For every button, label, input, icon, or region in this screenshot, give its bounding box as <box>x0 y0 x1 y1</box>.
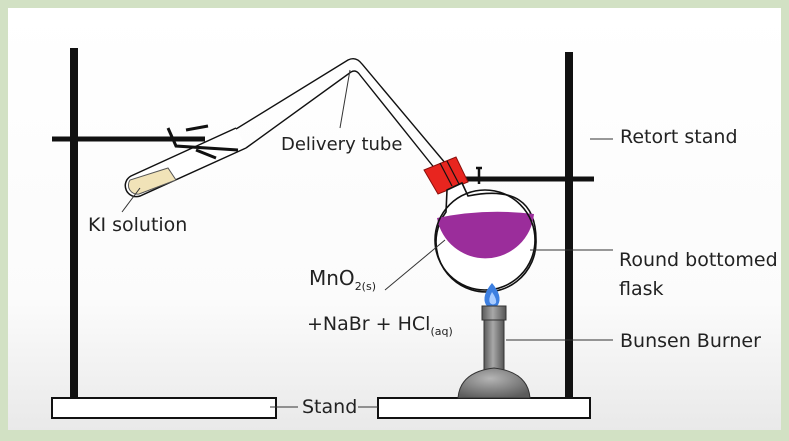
mno2-subscript: 2(s) <box>354 280 376 293</box>
flame <box>484 283 500 307</box>
mno2-text: MnO <box>309 266 355 290</box>
bunsen-burner <box>457 305 531 399</box>
label-round-bottomed-flask: Round bottomed flask <box>619 249 778 300</box>
label-stand: Stand <box>302 396 358 418</box>
reagents-text: +NaBr + HCl <box>307 313 431 335</box>
label-retort-stand: Retort stand <box>620 126 738 148</box>
round-bottomed-flask <box>434 181 537 293</box>
left-retort-stand <box>51 48 277 419</box>
flask-clamp <box>476 166 482 184</box>
reagents-subscript: (aq) <box>430 324 453 338</box>
label-delivery-tube: Delivery tube <box>281 134 403 155</box>
diagram-panel <box>8 8 781 430</box>
delivery-tube <box>235 57 447 171</box>
left-stand-base <box>51 397 277 419</box>
label-ki-solution: KI solution <box>88 214 188 236</box>
right-stand-base <box>377 397 591 419</box>
test-tube <box>124 127 247 198</box>
leader-lines <box>121 69 613 408</box>
label-mno2: MnO2(s) <box>309 266 376 293</box>
left-clamp <box>166 124 239 160</box>
ki-solution-liquid <box>127 167 177 195</box>
flask-liquid <box>437 211 534 259</box>
label-bunsen-burner: Bunsen Burner <box>620 330 761 352</box>
label-reagents: +NaBr + HCl(aq) <box>307 313 453 338</box>
